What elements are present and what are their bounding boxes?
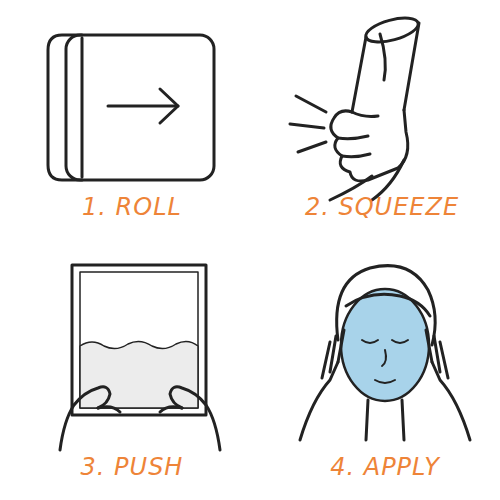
push-icon [60, 265, 220, 450]
roll-icon [48, 35, 214, 180]
apply-icon [300, 266, 470, 440]
step-label: 2. SQUEEZE [272, 192, 492, 222]
step-label: 4. APPLY [275, 452, 495, 482]
squeeze-icon [290, 13, 421, 200]
step-label: 1. ROLL [22, 192, 242, 222]
step-label: 3. PUSH [22, 452, 242, 482]
